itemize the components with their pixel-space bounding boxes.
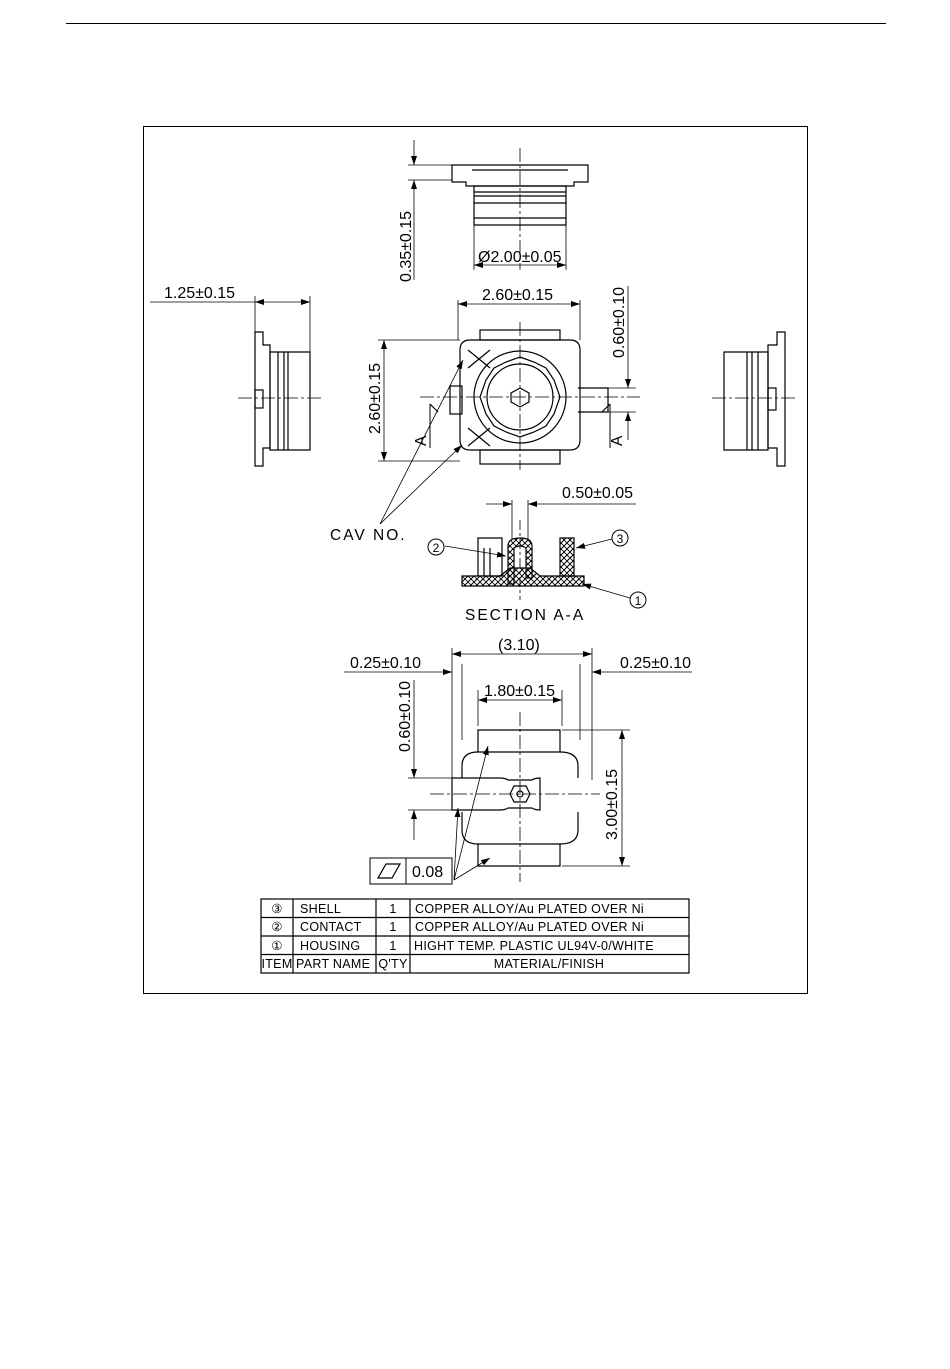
bom-row-2-qty: 1: [389, 920, 396, 934]
bom-row-1-qty: 1: [389, 902, 396, 916]
dim-margin-right: 0.25±0.10: [620, 655, 691, 672]
section-title: SECTION A-A: [465, 607, 585, 624]
bom-row-3-qty: 1: [389, 939, 396, 953]
flatness-value: 0.08: [412, 864, 443, 881]
bom-header-qty: Q'TY: [378, 957, 408, 971]
bom-table-grid: [260, 898, 690, 974]
bom-header-name: PART NAME: [296, 957, 370, 971]
bom-header-item: ITEM: [261, 957, 292, 971]
section-mark-a-right: A: [609, 434, 626, 446]
dim-pitch: 0.50±0.05: [562, 485, 633, 502]
bom-table: ③ SHELL 1 COPPER ALLOY/Au PLATED OVER Ni…: [261, 902, 653, 971]
dim-top-width: 2.60±0.15: [482, 287, 553, 304]
dim-thickness: 0.35±0.15: [398, 211, 415, 282]
bom-row-3-item: ①: [271, 939, 283, 953]
callout-3: 3: [617, 532, 624, 546]
left-side-view: [150, 296, 322, 467]
dim-pad-offset: 0.60±0.10: [397, 681, 414, 752]
bom-row-1-name: SHELL: [300, 902, 341, 916]
section-aa-view: [444, 500, 636, 600]
bom-row-1-material: COPPER ALLOY/Au PLATED OVER Ni: [415, 902, 644, 916]
callouts: 2 3 1: [427, 529, 647, 609]
dim-diameter: Ø2.00±0.05: [478, 249, 562, 266]
dim-margin-left: 0.25±0.10: [350, 655, 421, 672]
dim-side-width: 1.25±0.15: [164, 285, 235, 302]
drawing-frame: [143, 126, 808, 994]
dim-overall: (3.10): [498, 637, 540, 654]
front-profile-view: [408, 140, 589, 280]
dim-pad-width: 1.80±0.15: [484, 683, 555, 700]
flatness-icon: [376, 863, 402, 879]
footprint-view: [344, 648, 692, 885]
dim-pad-height: 3.00±0.15: [604, 769, 621, 840]
dim-pin-offset: 0.60±0.10: [611, 287, 628, 358]
bom-row-3-material: HIGHT TEMP. PLASTIC UL94V-0/WHITE: [414, 939, 654, 953]
bom-row-2-material: COPPER ALLOY/Au PLATED OVER Ni: [415, 920, 644, 934]
section-mark-a-left: A: [413, 434, 430, 446]
callout-1: 1: [635, 594, 642, 608]
dim-top-height: 2.60±0.15: [367, 363, 384, 434]
cav-no-label: CAV NO.: [330, 527, 407, 544]
bom-row-1-item: ③: [271, 902, 283, 916]
bom-row-2-item: ②: [271, 920, 283, 934]
bom-header-material: MATERIAL/FINISH: [494, 957, 605, 971]
bom-row-2-name: CONTACT: [300, 920, 362, 934]
bom-row-3-name: HOUSING: [300, 939, 360, 953]
callout-2: 2: [433, 541, 440, 555]
main-plan-view: [378, 286, 640, 525]
right-side-view: [712, 331, 796, 467]
header-rule: [66, 23, 886, 24]
